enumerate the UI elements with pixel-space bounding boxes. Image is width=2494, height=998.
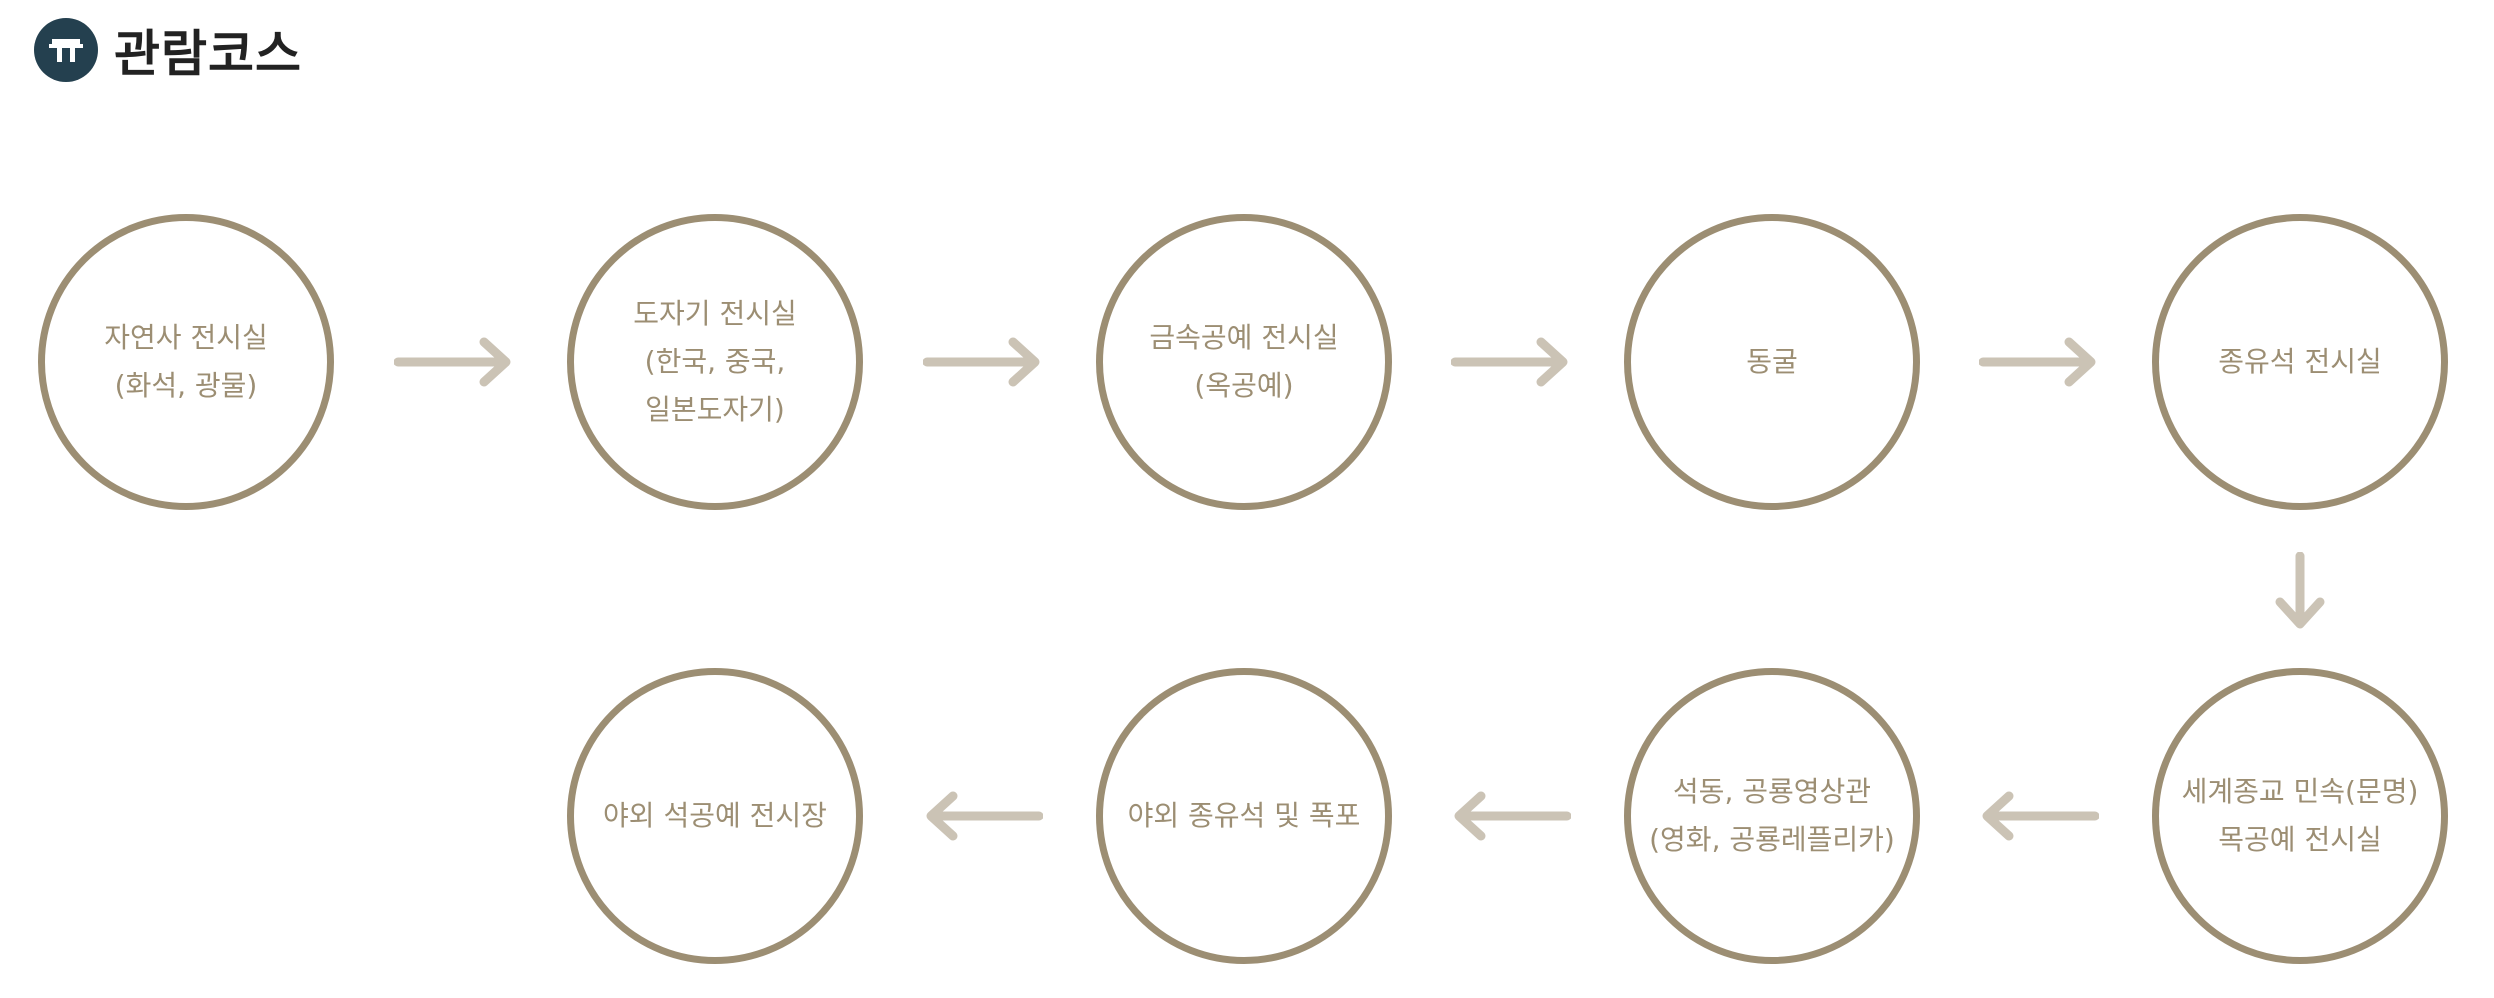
course-node-stone-cave-dinosaur: 석동, 공룡영상관 (영화, 공룡레플리카): [1624, 668, 1920, 964]
course-node-label: 종유석 전시실: [2218, 345, 2382, 378]
course-node-natural-history: 자연사 전시실 (화석, 광물): [38, 214, 334, 510]
course-node-world-religion: 세계종교 민속(문명) 목공예 전시실: [2152, 668, 2448, 964]
course-node-label: 자연사 전시실 (화석, 광물): [104, 321, 268, 402]
arrow-right-icon: [1451, 337, 1568, 387]
course-node-outdoor-stalactite: 야외 종유석 및 폭포: [1096, 668, 1392, 964]
arrow-down-icon: [2275, 552, 2325, 629]
arrow-right-icon: [394, 337, 511, 387]
course-node-label: 세계종교 민속(문명) 목공예 전시실: [2181, 775, 2419, 856]
course-node-ceramics: 도자기 전시실 (한국, 중국, 일본도자기): [567, 214, 863, 510]
page-title: 관람코스: [114, 24, 302, 83]
arrow-right-icon: [923, 337, 1040, 387]
course-node-cave: 동굴: [1624, 214, 1920, 510]
course-node-stalactite: 종유석 전시실: [2152, 214, 2448, 510]
shrine-gate-icon: [34, 18, 98, 82]
course-node-label: 석동, 공룡영상관 (영화, 공룡레플리카): [1649, 775, 1895, 856]
arrow-left-icon: [1454, 791, 1571, 841]
section-header: 관람코스: [34, 14, 302, 86]
course-node-outdoor-stonecraft: 야외 석공예 전시장: [567, 668, 863, 964]
arrow-left-icon: [1982, 791, 2099, 841]
course-node-label: 동굴: [1746, 345, 1798, 378]
arrow-right-icon: [1979, 337, 2096, 387]
arrow-left-icon: [926, 791, 1043, 841]
course-node-label: 야외 종유석 및 폭포: [1127, 799, 1361, 832]
course-node-label: 금속공예 전시실 (옥공예): [1149, 321, 1339, 402]
course-node-label: 도자기 전시실 (한국, 중국, 일본도자기): [633, 297, 797, 426]
course-node-label: 야외 석공예 전시장: [603, 799, 827, 832]
course-node-metalcraft: 금속공예 전시실 (옥공예): [1096, 214, 1392, 510]
